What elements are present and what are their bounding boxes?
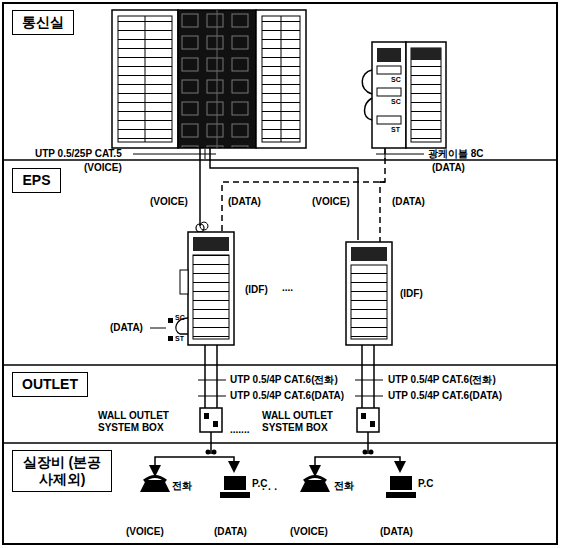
port-label: SC	[391, 98, 401, 106]
cable-label: ....	[282, 282, 293, 294]
cable-label: .......	[230, 424, 249, 436]
cable-label: (DATA)	[214, 526, 247, 538]
cable-label: (VOICE)	[84, 162, 122, 174]
section-label-box: EPS	[12, 168, 61, 193]
cable-label: WALL OUTLET SYSTEM BOX	[98, 410, 190, 433]
cable-label: (VOICE)	[290, 526, 328, 538]
cable-label: UTP 0.5/4P CAT.6(DATA)	[388, 390, 502, 402]
port-label: SC	[391, 76, 401, 84]
cable-label: (DATA)	[110, 322, 143, 334]
cable-label: (DATA)	[432, 162, 465, 174]
section-label-box: 통신실	[12, 10, 74, 35]
section-label-box: 실장비 (본공사제외)	[12, 450, 112, 492]
port-label: SC	[175, 314, 185, 322]
cable-label: (VOICE)	[312, 196, 350, 208]
port-label: ST	[391, 126, 400, 134]
section-label: 통신실	[21, 14, 65, 31]
cable-label: 광케이블 8C	[428, 148, 484, 160]
cable-label: 전화	[172, 480, 192, 492]
section-label: EPS	[21, 172, 52, 189]
cable-label: (VOICE)	[150, 196, 188, 208]
cable-label: P.C	[418, 478, 433, 490]
port-label: ST	[175, 335, 184, 343]
section-label: 실장비 (본공사제외)	[21, 454, 103, 488]
cable-label: WALL OUTLET SYSTEM BOX	[262, 410, 354, 433]
cable-label: UTP 0.5/4P CAT.6(전화)	[230, 374, 338, 386]
cable-label: 전화	[334, 480, 354, 492]
cable-label: (DATA)	[228, 196, 261, 208]
cable-label: UTP 0.5/4P CAT.6(DATA)	[230, 390, 344, 402]
cable-label: · · ·	[262, 484, 278, 496]
section-label: OUTLET	[21, 376, 79, 393]
cable-label: (IDF)	[245, 284, 268, 296]
cable-label: (VOICE)	[126, 526, 164, 538]
cable-label: UTP 0.5/4P CAT.6(전화)	[388, 374, 496, 386]
cable-label: (DATA)	[392, 196, 425, 208]
cable-label: (DATA)	[380, 526, 413, 538]
cable-label: (IDF)	[400, 288, 423, 300]
section-label-box: OUTLET	[12, 372, 88, 397]
cable-label: UTP 0.5/25P CAT.5	[35, 148, 122, 160]
